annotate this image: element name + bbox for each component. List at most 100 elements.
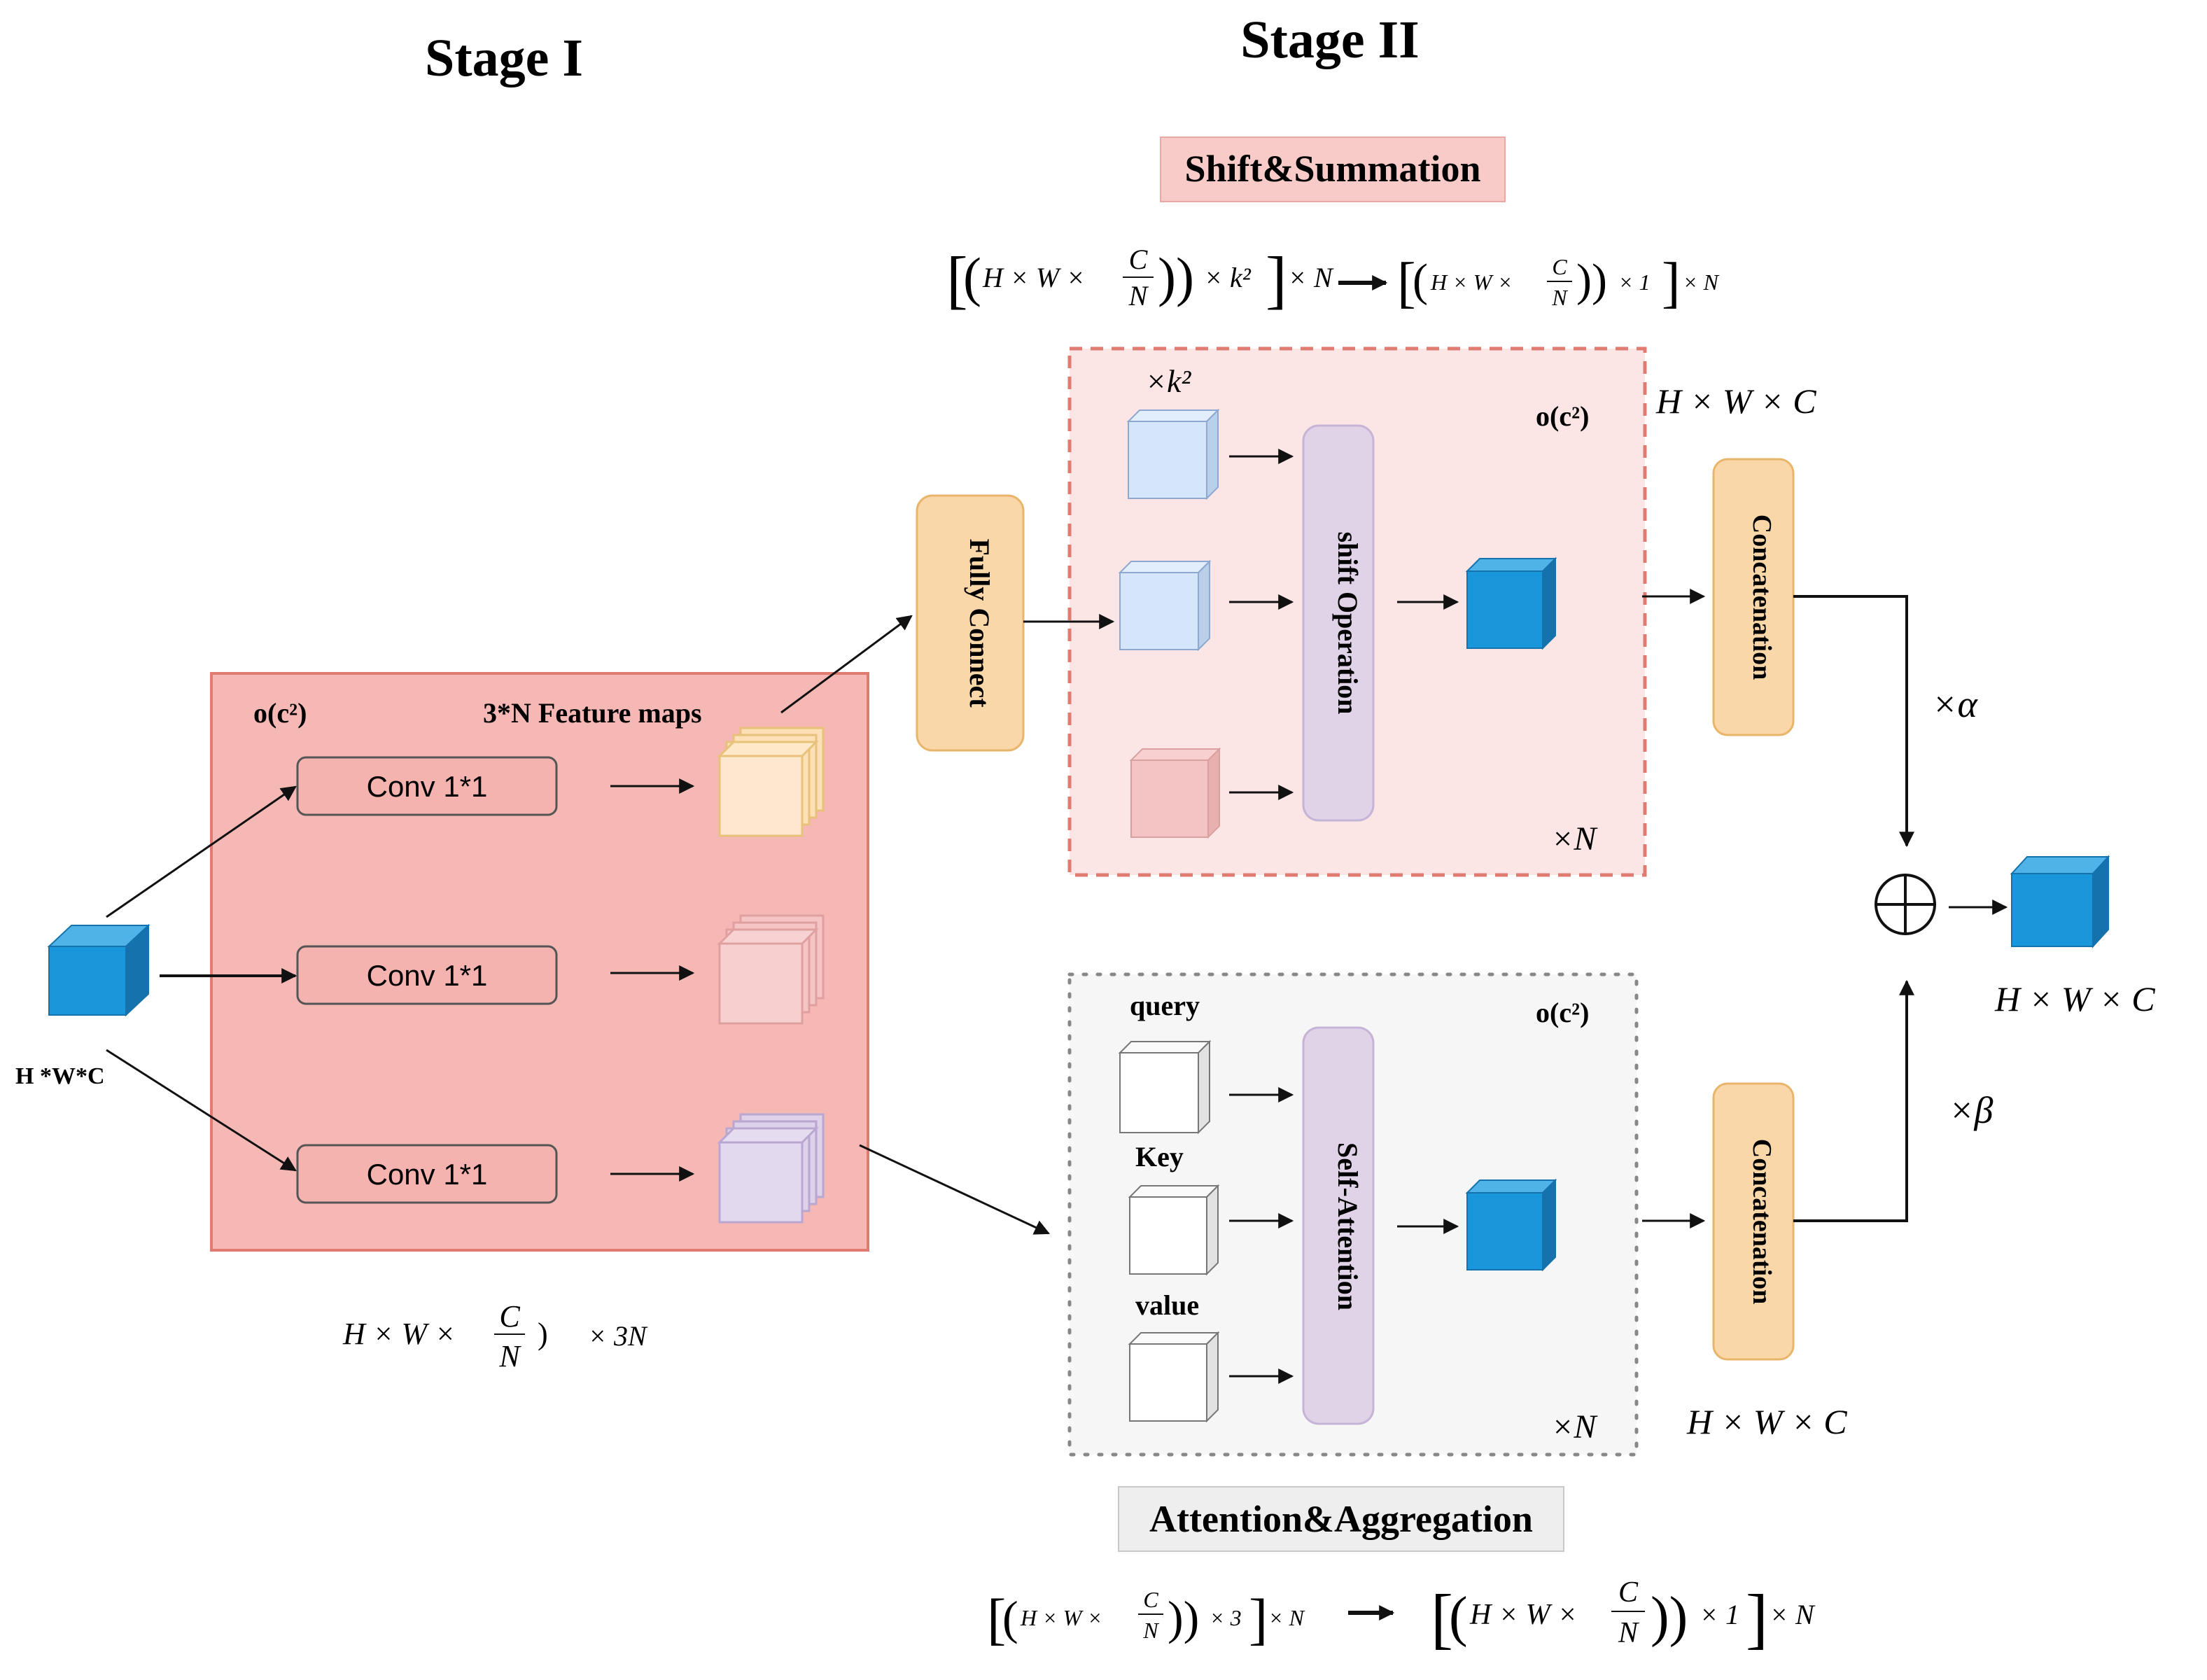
key-label: Key: [1135, 1141, 1184, 1172]
svg-text:)): )): [1168, 1591, 1199, 1644]
arrow-concat-top-plus: [1793, 595, 1914, 848]
attention-header: Attention&Aggregation: [1149, 1498, 1533, 1540]
stage1-dim-formula: H × W ×: [342, 1317, 456, 1351]
top-dim-label: H × W × C: [1655, 382, 1816, 421]
self-attention-label: Self-Attention: [1332, 1142, 1364, 1310]
arrow-concat-bottom-plus: [1793, 979, 1914, 1222]
stage1-complexity: o(c²): [253, 697, 307, 729]
svg-text:× N: × N: [1770, 1599, 1816, 1630]
shift-cube-1: [1126, 408, 1220, 500]
arrow-input-conv1: [106, 785, 297, 918]
svg-text:)): )): [1651, 1586, 1688, 1648]
svg-text:× 1: × 1: [1700, 1599, 1739, 1630]
shift-cube-2: [1118, 559, 1212, 652]
conv-box-3: Conv 1*1: [296, 1144, 558, 1204]
svg-text:C: C: [1129, 244, 1149, 275]
shift-operation-label: shift Operation: [1332, 531, 1364, 714]
shift-header-box: [1160, 136, 1506, 202]
svg-text:H × W ×: H × W ×: [982, 262, 1085, 293]
conv-box-1: Conv 1*1: [296, 756, 558, 816]
stage2-title: Stage II: [1240, 10, 1419, 69]
svg-text:)): )): [1576, 255, 1607, 306]
svg-text:)): )): [1158, 246, 1194, 307]
svg-text:(: (: [963, 246, 981, 307]
shift-repeat: ×N: [1551, 820, 1598, 858]
svg-text:N: N: [1142, 1618, 1159, 1643]
svg-text:× N: × N: [1683, 270, 1720, 295]
shift-cube-3: [1129, 747, 1221, 839]
svg-text:C: C: [1143, 1587, 1158, 1612]
svg-text:[: [: [987, 1587, 1006, 1651]
value-cube: [1128, 1331, 1220, 1423]
conv-box-2: Conv 1*1: [296, 945, 558, 1005]
arrow-input-conv3: [106, 1049, 297, 1172]
shift-formula: [ ( H × W × C N )) × k² ] × N [ ( H × W …: [946, 244, 1720, 315]
svg-text:× k²: × k²: [1204, 262, 1252, 293]
k-squared-label: ×k²: [1145, 363, 1191, 399]
stage1-dim-fraction: C N ) × 3N: [494, 1299, 648, 1373]
stage1-title: Stage I: [425, 29, 583, 88]
fully-connect-box: Fully Connect: [916, 494, 1025, 752]
input-cube: [47, 923, 150, 1017]
svg-text:(: (: [1413, 255, 1428, 306]
svg-text:× 3N: × 3N: [588, 1320, 648, 1352]
svg-text:× 1: × 1: [1618, 270, 1651, 295]
svg-text:H × W ×: H × W ×: [1469, 1599, 1578, 1631]
feature-map-stack-purple: [717, 1113, 825, 1224]
feature-map-stack-yellow: [717, 727, 825, 837]
svg-text:× N: × N: [1288, 262, 1334, 293]
svg-text:[: [: [1431, 1581, 1453, 1656]
svg-text:]: ]: [1746, 1581, 1768, 1656]
attention-output-cube: [1465, 1178, 1557, 1272]
svg-text:(: (: [1449, 1586, 1468, 1648]
query-label: query: [1130, 990, 1200, 1021]
shift-complexity: o(c²): [1536, 400, 1589, 432]
shift-output-cube: [1465, 556, 1557, 650]
output-dim-label: H × W × C: [1994, 979, 2155, 1018]
shift-operation-box: shift Operation: [1302, 424, 1375, 822]
concat-bottom-label: Concatenation: [1747, 1139, 1777, 1304]
svg-text:C: C: [1552, 254, 1567, 279]
sum-icon: [1875, 874, 1936, 935]
query-cube: [1118, 1040, 1212, 1135]
conv-label: Conv 1*1: [367, 770, 488, 803]
svg-text:× 3: × 3: [1210, 1605, 1242, 1630]
svg-text:[: [: [946, 244, 968, 315]
svg-text:N: N: [498, 1339, 521, 1373]
svg-text:× N: × N: [1268, 1605, 1305, 1630]
concat-bottom-box: Concatenation: [1712, 1082, 1795, 1361]
svg-text:[: [: [1397, 252, 1416, 314]
svg-text:(: (: [1002, 1591, 1018, 1644]
svg-text:N: N: [1128, 280, 1149, 312]
attention-repeat: ×N: [1551, 1408, 1598, 1446]
svg-text:): ): [538, 1317, 548, 1351]
shift-header: Shift&Summation: [1184, 148, 1480, 190]
svg-text:C: C: [499, 1299, 520, 1334]
alpha-weight: ×α: [1932, 683, 1978, 725]
svg-text:]: ]: [1266, 244, 1287, 315]
concat-top-box: Concatenation: [1712, 458, 1795, 736]
key-cube: [1128, 1184, 1220, 1276]
svg-text:]: ]: [1249, 1587, 1268, 1651]
concat-top-label: Concatenation: [1747, 514, 1777, 680]
svg-text:C: C: [1618, 1576, 1639, 1609]
arrow-stage1-attention: [859, 1144, 1050, 1235]
value-label: value: [1135, 1289, 1199, 1321]
svg-text:N: N: [1618, 1617, 1639, 1649]
attention-header-box: [1118, 1486, 1564, 1552]
bottom-dim-label: H × W × C: [1686, 1402, 1847, 1441]
svg-text:]: ]: [1662, 252, 1681, 314]
beta-weight: ×β: [1949, 1089, 1993, 1131]
arrow-stage1-fc: [780, 615, 913, 714]
svg-text:N: N: [1551, 285, 1568, 310]
attention-complexity: o(c²): [1536, 997, 1589, 1028]
feature-maps-label: 3*N Feature maps: [483, 697, 702, 729]
svg-text:H × W ×: H × W ×: [1430, 270, 1513, 295]
attention-formula: [ ( H × W × C N )) × 3 ] × N [ ( H × W ×…: [987, 1576, 1816, 1656]
output-cube: [2010, 855, 2110, 948]
feature-map-stack-pink: [717, 914, 825, 1025]
input-dim-label: H *W*C: [15, 1063, 105, 1089]
self-attention-box: Self-Attention: [1302, 1026, 1375, 1425]
fully-connect-label: Fully Connect: [964, 538, 995, 708]
svg-text:H × W ×: H × W ×: [1020, 1605, 1102, 1630]
